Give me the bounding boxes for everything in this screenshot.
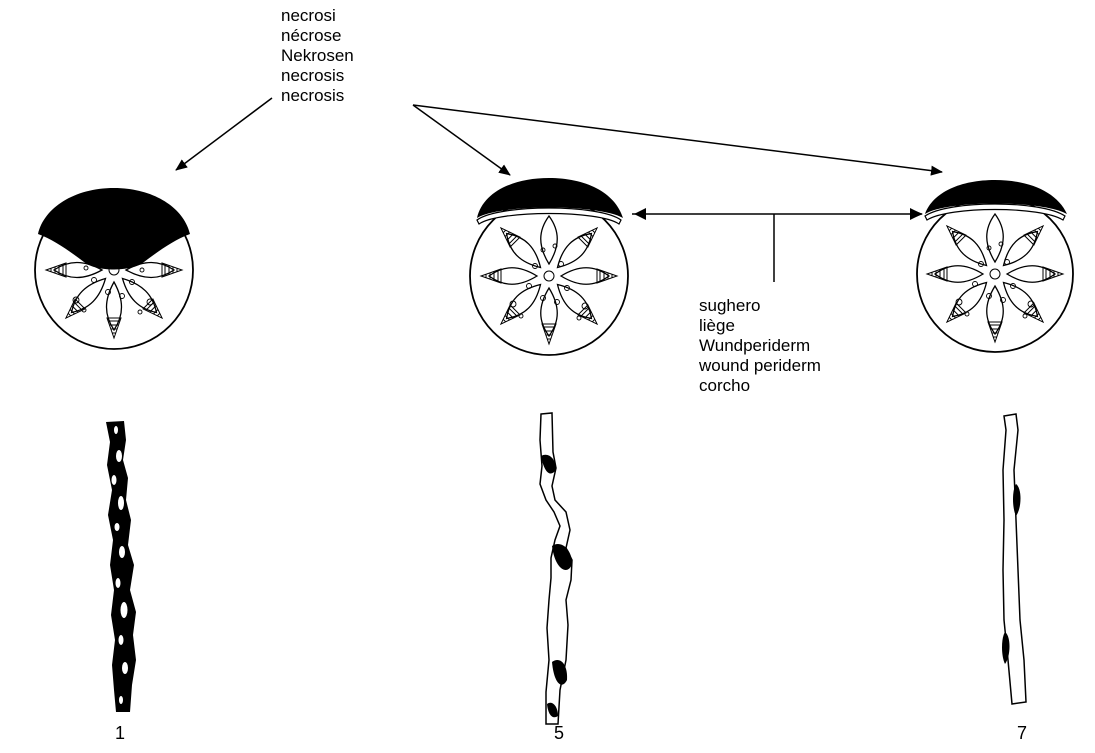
cork-label-it: sughero: [699, 296, 761, 315]
cross-section-1: [34, 188, 194, 350]
cork-labels: sughero liège Wundperiderm wound perider…: [699, 296, 821, 396]
cork-layer-5: [476, 207, 622, 225]
cork-label-en: wound periderm: [699, 356, 821, 375]
root-5: [539, 412, 573, 725]
necrosis-arrow-1: [175, 97, 273, 171]
cork-label-fr: liège: [699, 316, 735, 335]
star-section-5: [479, 214, 619, 346]
score-label-1: 1: [114, 723, 125, 743]
cross-section-5: [469, 178, 629, 356]
necrosis-label-de: Nekrosen: [281, 46, 354, 65]
cork-label-de: Wundperiderm: [699, 336, 811, 355]
star-section-7: [925, 212, 1065, 344]
score-label-7: 7: [1016, 723, 1027, 743]
necrosis-label-es: necrosis: [281, 86, 345, 105]
necrosis-region-7: [925, 180, 1067, 214]
cross-section-7: [916, 180, 1074, 353]
root-7: [1002, 413, 1027, 705]
necrosis-labels: necrosi nécrose Nekrosen necrosis necros…: [281, 6, 354, 106]
necrosis-arrow-7: [412, 104, 943, 176]
root-1: [106, 421, 136, 712]
necrosis-label-en: necrosis: [281, 66, 345, 85]
necrosis-arrows: [175, 97, 943, 176]
necrosis-region-1: [38, 188, 190, 270]
cork-arrow: [632, 208, 923, 282]
cork-layer-7: [924, 203, 1066, 221]
cork-label-es: corcho: [699, 376, 751, 395]
necrosis-region-5: [477, 178, 623, 218]
necrosis-label-fr: nécrose: [281, 26, 342, 45]
necrosis-arrow-5: [412, 104, 511, 176]
score-label-5: 5: [553, 723, 564, 743]
necrosis-label-it: necrosi: [281, 6, 336, 25]
